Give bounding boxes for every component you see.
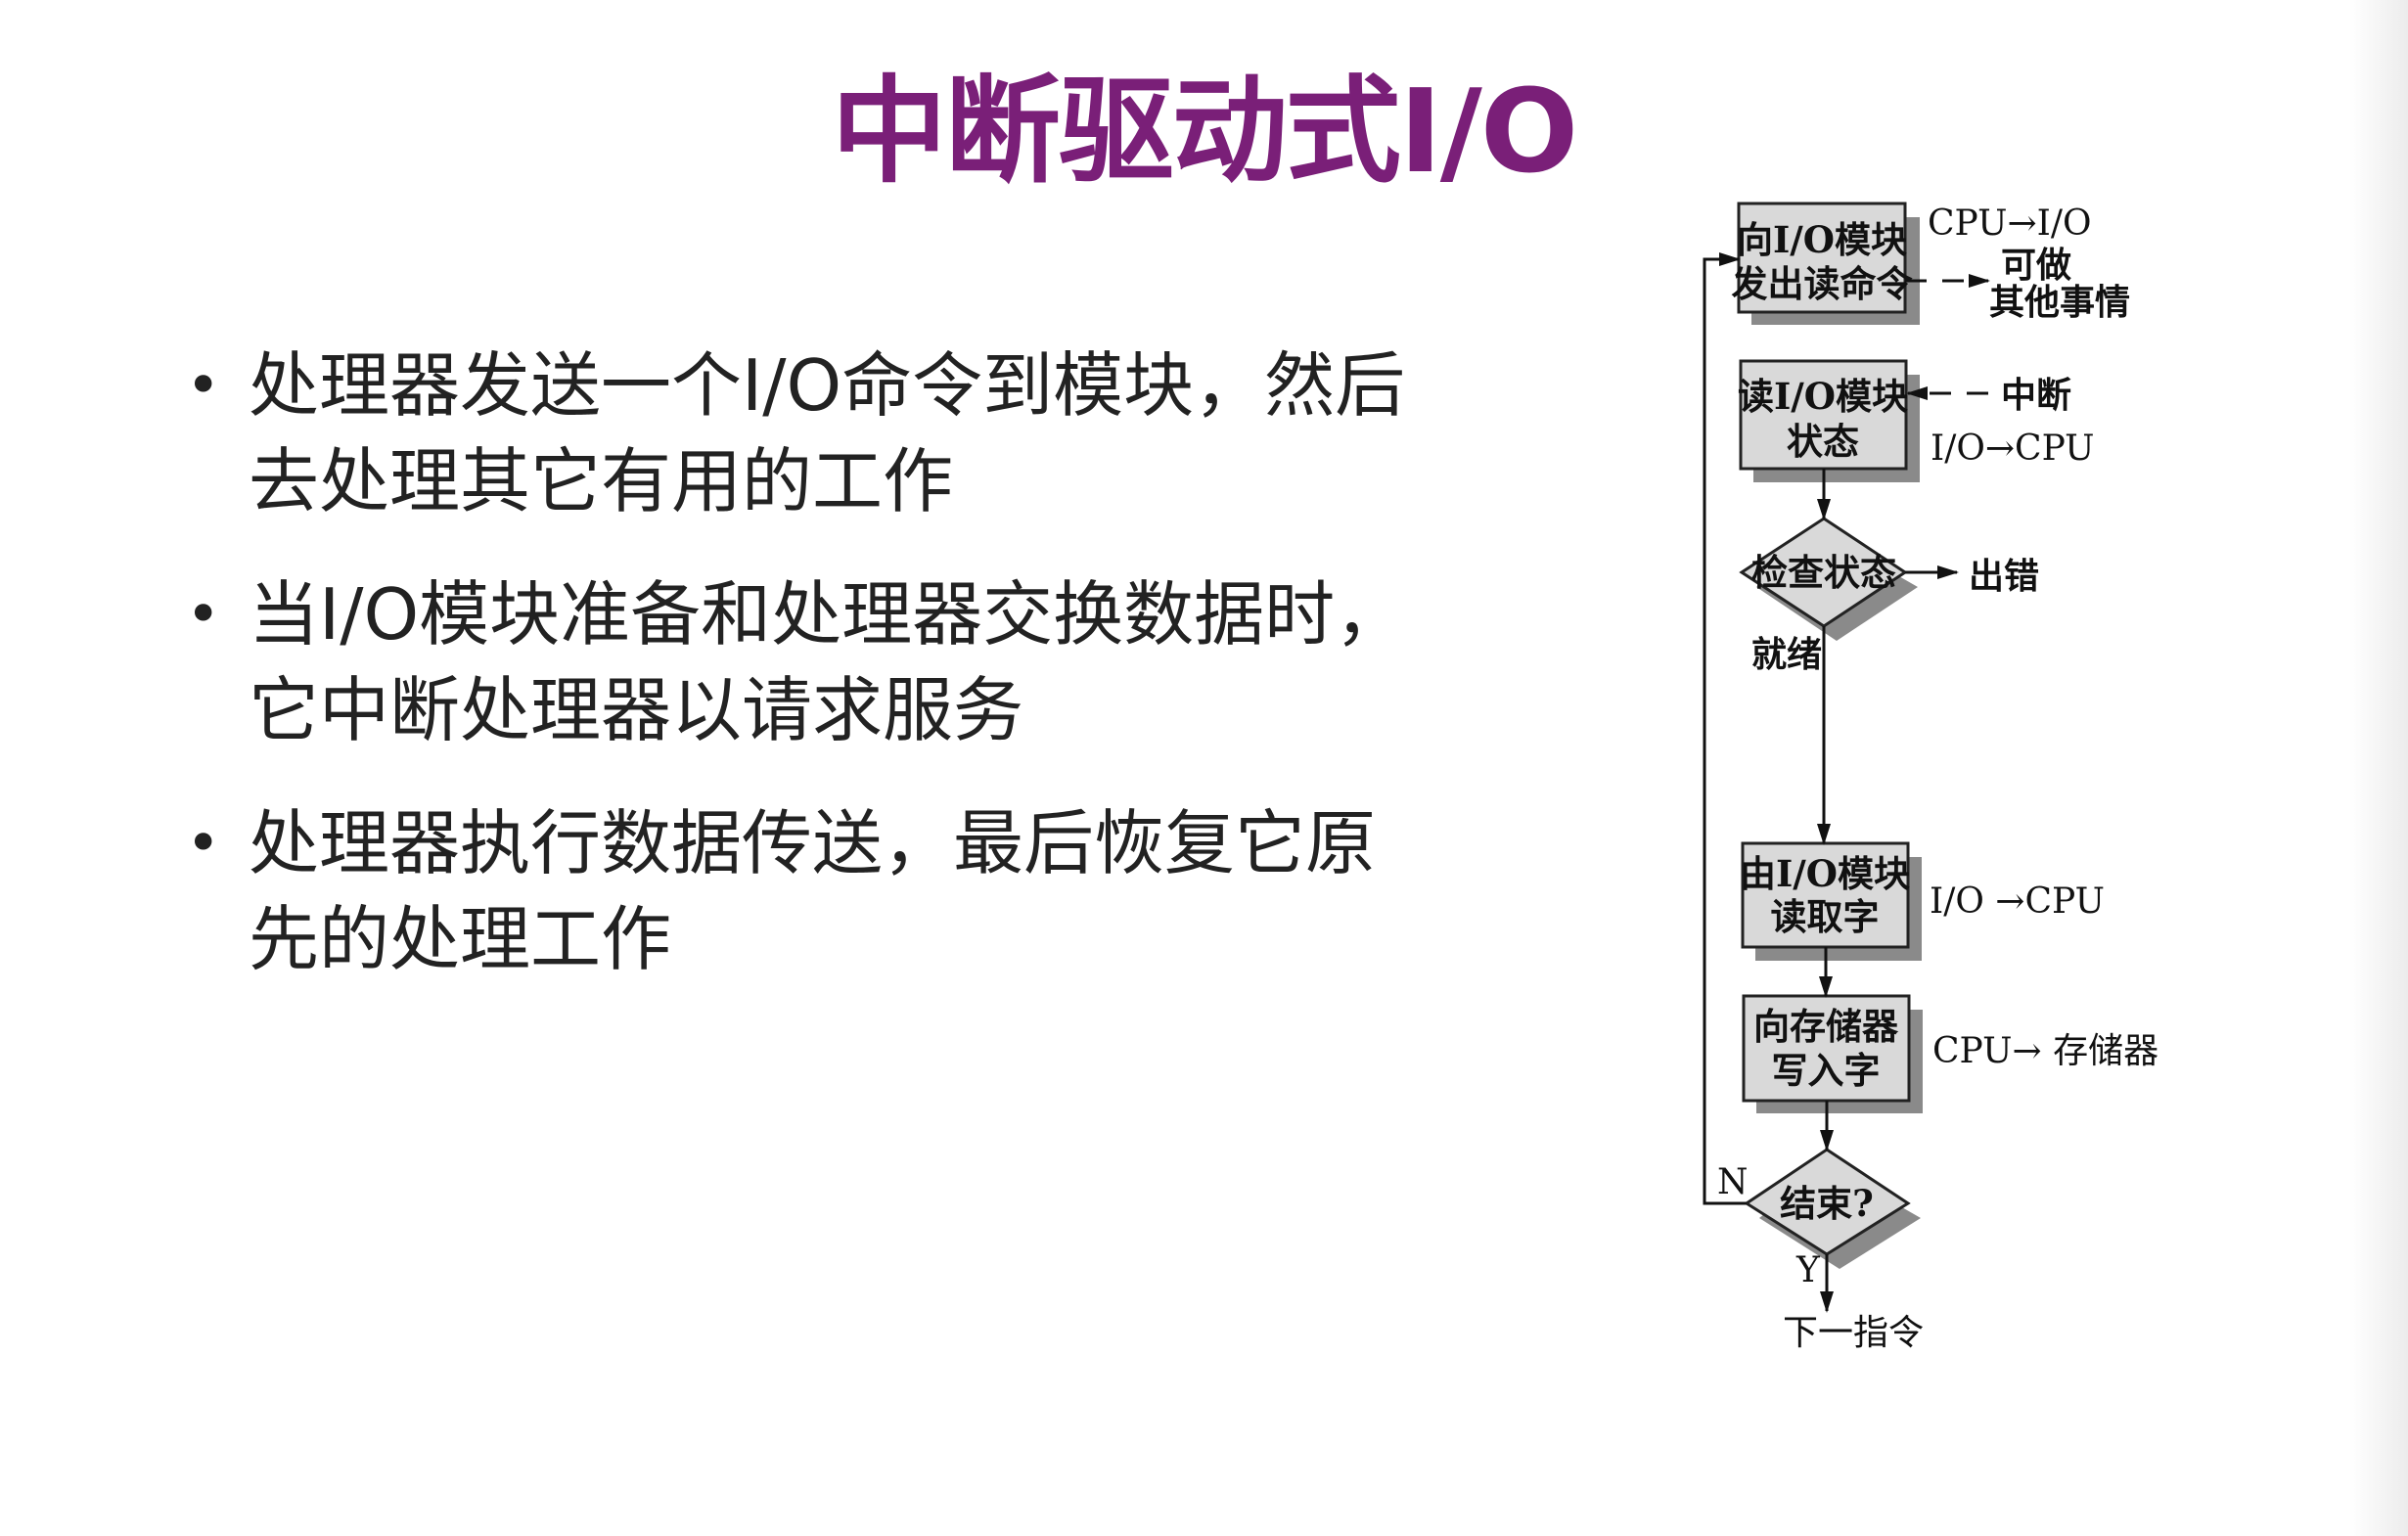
bullet-icon: • (186, 580, 221, 649)
box-text: 发出读命令 (1732, 262, 1914, 305)
bullet-line: 处理器执行数据传送，最后恢复它原 (249, 802, 1377, 884)
step-read-status-box (1739, 359, 1908, 471)
bullet-line: 去处理其它有用的工作 (249, 440, 954, 522)
label-interrupt: 中断 (2001, 375, 2071, 416)
box-text: 向存储器 (1753, 1005, 1899, 1048)
bullet-item: • 当I/O模块准备和处理器交换数据时， 它中断处理器以请求服务 (186, 566, 1497, 758)
step-read-word-box (1741, 841, 1910, 949)
box-text: 向I/O模块 (1737, 218, 1907, 261)
bullet-line: 当I/O模块准备和处理器交换数据时， (249, 573, 1406, 655)
slide-edge-shade (2349, 0, 2408, 1536)
label-io-to-cpu: I/O →CPU (1930, 881, 2105, 922)
bullet-item: • 处理器执行数据传送，最后恢复它原先的处理工作 (186, 795, 1497, 987)
label-other-work: 其他事情 (1989, 282, 2130, 323)
label-cpu-to-memory: CPU→ 存储器 (1932, 1031, 2158, 1071)
label-yes: Y (1795, 1250, 1821, 1290)
bullet-line: 它中断处理器以请求服务 (249, 669, 1024, 751)
bullet-icon: • (186, 351, 221, 420)
box-text: 读取字 (1771, 895, 1880, 938)
diamond-text: 检查状态 (1751, 551, 1896, 594)
bullet-item: • 处理器发送一个I/O命令到模块，然后去处理其它有用的工作 (186, 338, 1497, 529)
bullet-icon: • (186, 809, 221, 878)
flow-arrows (1703, 252, 1990, 1313)
bullet-line: 处理器发送一个I/O命令到模块，然后 (249, 344, 1406, 427)
diamond-text: 结束? (1780, 1182, 1874, 1225)
label-no: N (1717, 1162, 1749, 1202)
box-text: 由I/O模块 (1740, 852, 1910, 895)
bullet-list: • 处理器发送一个I/O命令到模块，然后去处理其它有用的工作 • 当I/O模块准备和… (186, 338, 1497, 1024)
bullet-line: 先的处理工作 (249, 898, 672, 980)
label-cpu-to-io: CPU→I/O (1928, 203, 2092, 244)
label-io-to-cpu: I/O→CPU (1931, 429, 2095, 469)
label-ready: 就绪 (1751, 634, 1822, 675)
label-error: 出错 (1969, 556, 2039, 597)
box-text: 写入字 (1772, 1049, 1881, 1092)
label-next-instruction: 下一指令 (1783, 1313, 1924, 1353)
box-text: 读I/O模块 (1738, 375, 1908, 418)
box-text: 状态 (1787, 420, 1859, 463)
label-other-work: 可做 (2001, 245, 2071, 286)
slide-title: 中断驱动式I/O (831, 64, 1578, 199)
step-write-memory-box (1742, 994, 1911, 1103)
